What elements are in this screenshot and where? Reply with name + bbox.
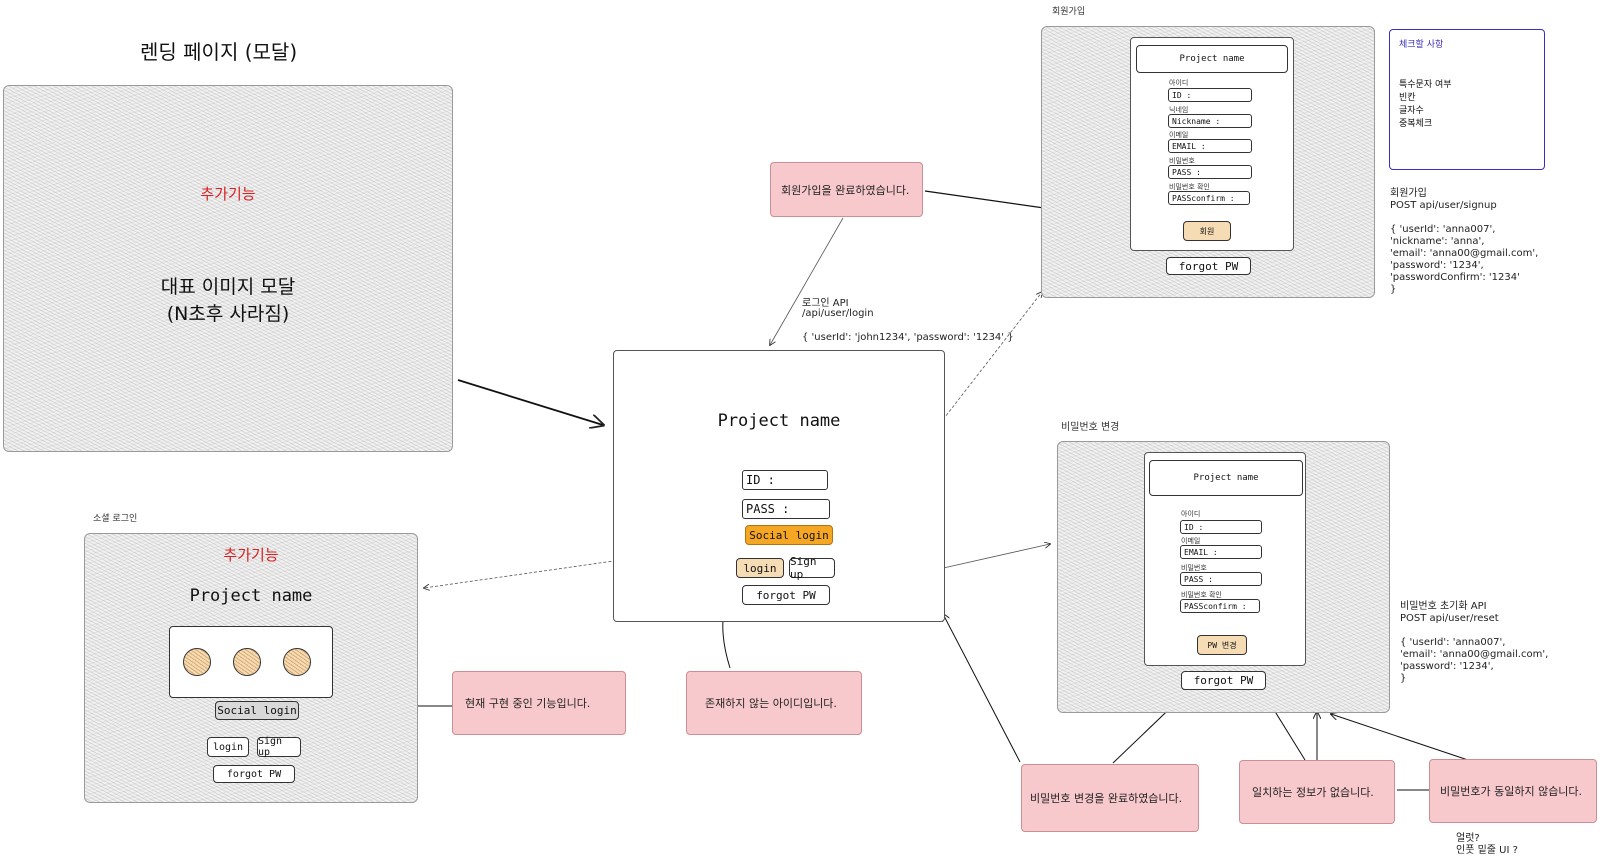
- landing-modal-line1: 대표 이미지 모달: [160, 276, 296, 298]
- landing-extra-label: 추가기능: [200, 185, 256, 203]
- landing-title: 렌딩 페이지 (모달): [140, 40, 298, 64]
- landing-modal[interactable]: 추가기능 대표 이미지 모달 (N초후 사라짐): [3, 85, 453, 452]
- signup-email-input[interactable]: EMAIL :: [1168, 139, 1252, 153]
- login-social-button[interactable]: Social login: [745, 525, 833, 545]
- reset-project-header: Project name: [1149, 460, 1303, 496]
- signup-label-confirm: 비밀번호 확인: [1169, 183, 1210, 191]
- signup-confirm-input[interactable]: PASSconfirm :: [1168, 191, 1250, 205]
- login-main-frame: Project name ID : PASS : Social login lo…: [613, 350, 945, 622]
- reset-confirm-input[interactable]: PASSconfirm :: [1180, 599, 1260, 613]
- signup-label-pass: 비밀번호: [1169, 157, 1195, 165]
- arrow-mismatch-box: [1331, 714, 1469, 761]
- social-extra-label: 추가기능: [223, 546, 279, 564]
- signup-id-input[interactable]: ID :: [1168, 88, 1252, 102]
- signup-modal: Project name 아이디 ID : 닉네임 Nickname : 이메일…: [1041, 26, 1375, 298]
- note-pw-mismatch: 비밀번호가 동일하지 않습니다.: [1429, 759, 1597, 823]
- checklist-item-1: 특수문자 여부: [1399, 80, 1452, 90]
- signup-caption: 회원가입: [1052, 7, 1086, 17]
- reset-forgot-link[interactable]: forgot PW: [1181, 671, 1266, 690]
- social-project-name: Project name: [189, 586, 313, 606]
- signup-project-header: Project name: [1136, 45, 1288, 73]
- note-no-match: 일치하는 정보가 없습니다.: [1239, 760, 1395, 824]
- social-forgot-link[interactable]: forgot PW: [213, 765, 295, 783]
- reset-label-confirm: 비밀번호 확인: [1181, 591, 1222, 599]
- line-signup-note-down: [770, 217, 844, 345]
- signup-forgot-link[interactable]: forgot PW: [1166, 257, 1251, 275]
- signup-pass-input[interactable]: PASS :: [1168, 165, 1252, 179]
- arrow-to-social: [424, 542, 741, 588]
- forgot-pw-button[interactable]: forgot PW: [742, 585, 830, 605]
- login-api-body: { 'userId': 'john1234', 'password': '123…: [802, 332, 1014, 343]
- signup-nickname-input[interactable]: Nickname :: [1168, 114, 1252, 128]
- signup-label-id: 아이디: [1169, 79, 1189, 87]
- login-pass-input[interactable]: PASS :: [742, 499, 830, 519]
- reset-api-text: 비밀번호 초기화 API POST api/user/reset { 'user…: [1400, 601, 1549, 684]
- reset-form-frame: Project name 아이디 ID : 이메일 EMAIL : 비밀번호 P…: [1144, 452, 1306, 666]
- reset-modal: Project name 아이디 ID : 이메일 EMAIL : 비밀번호 P…: [1057, 441, 1390, 713]
- checklist-title: 체크할 사항: [1399, 40, 1444, 50]
- note-in-progress: 현재 구현 중인 기능입니다.: [452, 671, 626, 735]
- arrow-pwchanged-login: [943, 614, 1021, 763]
- reset-label-pass: 비밀번호: [1181, 564, 1207, 572]
- checklist-item-2: 빈칸: [1399, 93, 1416, 103]
- landing-modal-line2: (N초후 사라짐): [166, 303, 290, 325]
- social-provider-icon-2[interactable]: [233, 648, 261, 676]
- signup-label-nickname: 닉네임: [1169, 106, 1189, 114]
- social-provider-icon-3[interactable]: [283, 648, 311, 676]
- signup-form-frame: Project name 아이디 ID : 닉네임 Nickname : 이메일…: [1130, 37, 1294, 251]
- social-caption: 소셜 로그인: [93, 514, 138, 524]
- note-no-user: 존재하지 않는 아이디입니다.: [686, 671, 862, 735]
- social-signup-link[interactable]: Sign up: [257, 736, 301, 758]
- reset-label-id: 아이디: [1181, 510, 1201, 518]
- login-api-path: /api/user/login: [802, 308, 874, 319]
- reset-label-email: 이메일: [1181, 537, 1201, 545]
- reset-email-input[interactable]: EMAIL :: [1180, 545, 1262, 559]
- reset-submit-button[interactable]: PW 변경: [1197, 635, 1247, 655]
- social-login-link[interactable]: login: [207, 737, 249, 757]
- social-login-button[interactable]: Social login: [215, 701, 299, 720]
- login-id-input[interactable]: ID :: [742, 470, 828, 490]
- login-main-project-name: Project name: [717, 411, 841, 431]
- signup-api-text: 회원가입 POST api/user/signup { 'userId': 'a…: [1390, 188, 1539, 295]
- arrow-landing-to-login: [457, 379, 603, 425]
- reset-id-input[interactable]: ID :: [1180, 520, 1262, 534]
- reset-caption: 비밀번호 변경: [1061, 422, 1120, 433]
- checklist-box: 체크할 사항 특수문자 여부 빈칸 글자수 중복체크: [1389, 29, 1545, 170]
- login-api-title: 로그인 API: [802, 298, 849, 309]
- social-provider-panel: [169, 626, 333, 698]
- social-login-modal: 추가기능 Project name Social login login Sig…: [84, 533, 418, 803]
- signup-button[interactable]: Sign up: [789, 555, 835, 581]
- signup-label-email: 이메일: [1169, 131, 1189, 139]
- question-alert: 얼럿?: [1456, 833, 1480, 844]
- login-button[interactable]: login: [736, 558, 784, 578]
- checklist-item-4: 중복체크: [1399, 119, 1433, 129]
- signup-submit-button[interactable]: 회원: [1183, 221, 1231, 241]
- social-provider-icon-1[interactable]: [183, 648, 211, 676]
- question-input-ui: 인풋 밑줄 UI ?: [1456, 845, 1518, 856]
- note-pw-changed: 비밀번호 변경을 완료하였습니다.: [1021, 764, 1199, 832]
- reset-pass-input[interactable]: PASS :: [1180, 572, 1262, 586]
- checklist-item-3: 글자수: [1399, 106, 1424, 116]
- note-signup-done: 회원가입을 완료하였습니다.: [770, 162, 923, 217]
